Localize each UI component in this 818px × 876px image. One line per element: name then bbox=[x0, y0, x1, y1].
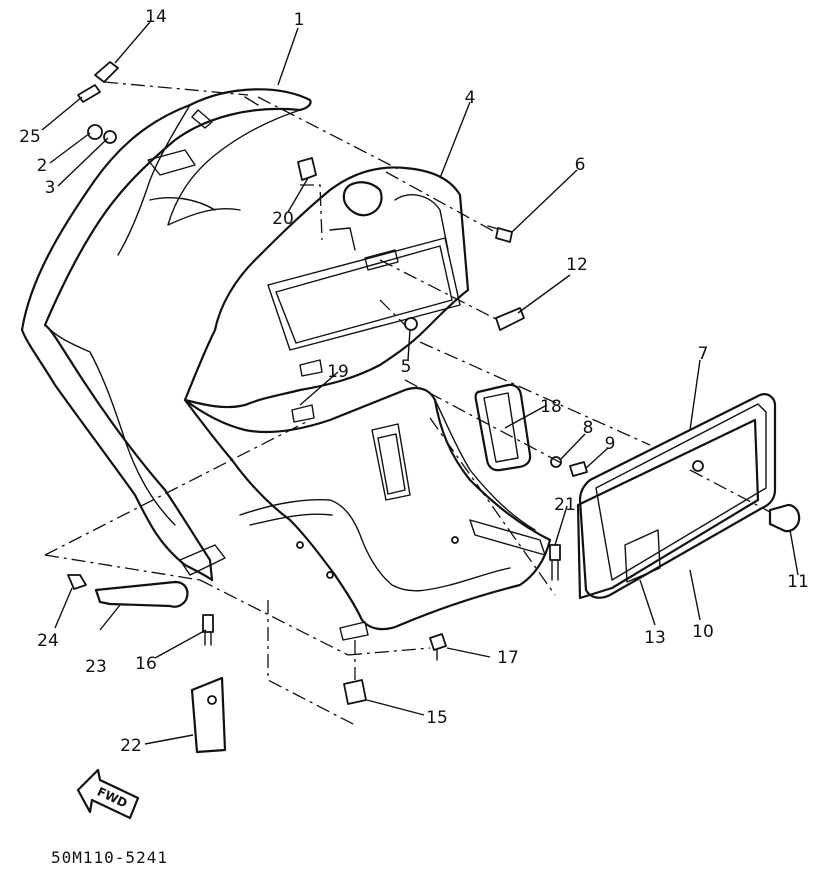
callout-24: 24 bbox=[37, 631, 59, 651]
leg-shield-part-1 bbox=[20, 88, 312, 582]
fwd-arrow: FWD bbox=[76, 768, 140, 820]
callout-12: 12 bbox=[566, 255, 588, 275]
stud-part-16 bbox=[202, 614, 214, 646]
callout-15: 15 bbox=[426, 708, 448, 728]
leader-lines bbox=[41, 21, 799, 745]
callout-labels: 1 2 3 4 5 6 7 8 9 10 11 12 13 14 15 16 1… bbox=[19, 7, 809, 756]
bolt-part-21 bbox=[549, 544, 561, 581]
screw-part-17 bbox=[429, 633, 447, 661]
screw-part-24 bbox=[67, 574, 87, 590]
clip-nut-part-15 bbox=[343, 679, 367, 705]
reflector-part-18 bbox=[474, 383, 532, 472]
clip-part-14 bbox=[77, 61, 119, 103]
callout-11: 11 bbox=[787, 572, 809, 592]
callout-18: 18 bbox=[540, 397, 562, 417]
callout-6: 6 bbox=[575, 155, 586, 175]
callout-20: 20 bbox=[272, 209, 294, 229]
callout-25: 25 bbox=[19, 127, 41, 147]
nut-part-5 bbox=[404, 317, 418, 331]
callout-4: 4 bbox=[465, 88, 476, 108]
callout-13: 13 bbox=[644, 628, 666, 648]
callout-10: 10 bbox=[692, 622, 714, 642]
callout-8: 8 bbox=[583, 418, 594, 438]
floor-panel bbox=[179, 386, 552, 641]
callout-16: 16 bbox=[135, 654, 157, 674]
callout-1: 1 bbox=[294, 10, 305, 30]
alignment-lines bbox=[44, 81, 771, 726]
callout-9: 9 bbox=[605, 434, 616, 454]
callout-3: 3 bbox=[45, 178, 56, 198]
washer-part-3 bbox=[103, 130, 117, 144]
callout-14: 14 bbox=[145, 7, 167, 27]
clip-part-12 bbox=[495, 307, 525, 331]
diagram-part-code: 50M110-5241 bbox=[51, 848, 168, 867]
side-cover-part-7 bbox=[576, 393, 777, 600]
screw-part-6 bbox=[487, 225, 513, 243]
callout-2: 2 bbox=[37, 156, 48, 176]
bracket-part-23 bbox=[94, 580, 189, 608]
nut-part-2 bbox=[87, 124, 103, 140]
pad-part-20 bbox=[297, 157, 317, 181]
screw-part-9 bbox=[569, 461, 588, 477]
callout-22: 22 bbox=[120, 736, 142, 756]
callout-7: 7 bbox=[698, 344, 709, 364]
inner-cover-part-4 bbox=[183, 166, 470, 423]
callout-5: 5 bbox=[401, 357, 412, 377]
callout-23: 23 bbox=[85, 657, 107, 677]
knob-part-11 bbox=[768, 503, 801, 533]
plate-part-22 bbox=[190, 676, 227, 754]
callout-21: 21 bbox=[554, 495, 576, 515]
callout-17: 17 bbox=[497, 648, 519, 668]
callout-19: 19 bbox=[327, 362, 349, 382]
